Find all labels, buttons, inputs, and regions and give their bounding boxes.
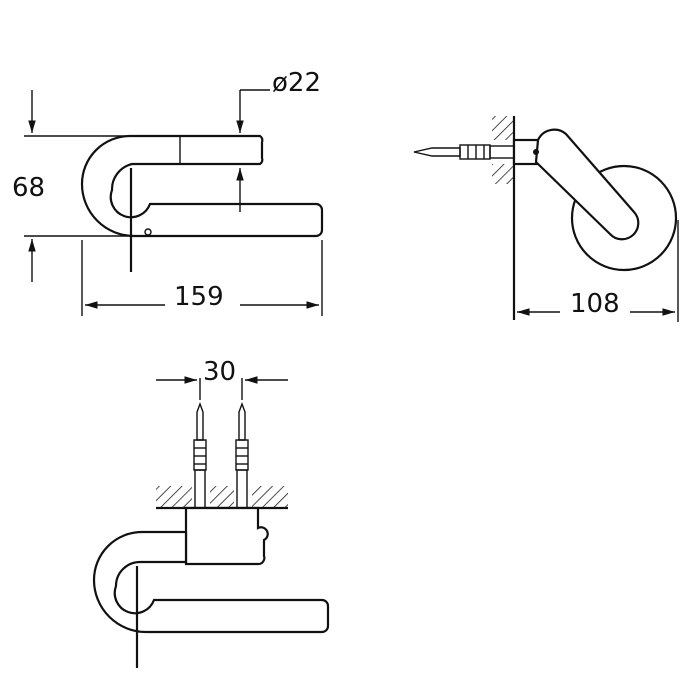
pivot-dot <box>533 149 539 155</box>
dim-30 <box>156 376 288 400</box>
wall-plug-left <box>193 402 207 509</box>
dim-22-label: ø22 <box>272 68 321 98</box>
dim-22 <box>236 89 270 212</box>
screw-dot <box>144 228 152 236</box>
top-view: 30 <box>92 357 330 668</box>
dim-68-label: 68 <box>12 173 45 203</box>
holder-body-front <box>80 134 324 238</box>
holder-arm-side <box>534 128 640 241</box>
wall-hatch-bottom <box>492 164 514 184</box>
dim-108 <box>517 220 679 322</box>
dim-30-label: 30 <box>203 357 236 387</box>
wall-hatch-top <box>492 116 514 140</box>
wall-hatch-mid <box>210 486 234 508</box>
wall-plug-right <box>235 402 249 509</box>
dim-108-label: 108 <box>570 289 620 319</box>
holder-body-top <box>184 506 269 566</box>
dim-159 <box>81 240 323 316</box>
holder-arm-top <box>92 530 330 634</box>
wall-hatch-right <box>252 486 288 508</box>
dim-68 <box>24 90 128 282</box>
front-view: 68 ø22 159 <box>12 68 324 316</box>
wall-plug-side <box>413 144 515 160</box>
side-view: 108 <box>413 116 679 322</box>
dim-159-label: 159 <box>174 282 224 312</box>
wall-hatch-left <box>156 486 192 508</box>
